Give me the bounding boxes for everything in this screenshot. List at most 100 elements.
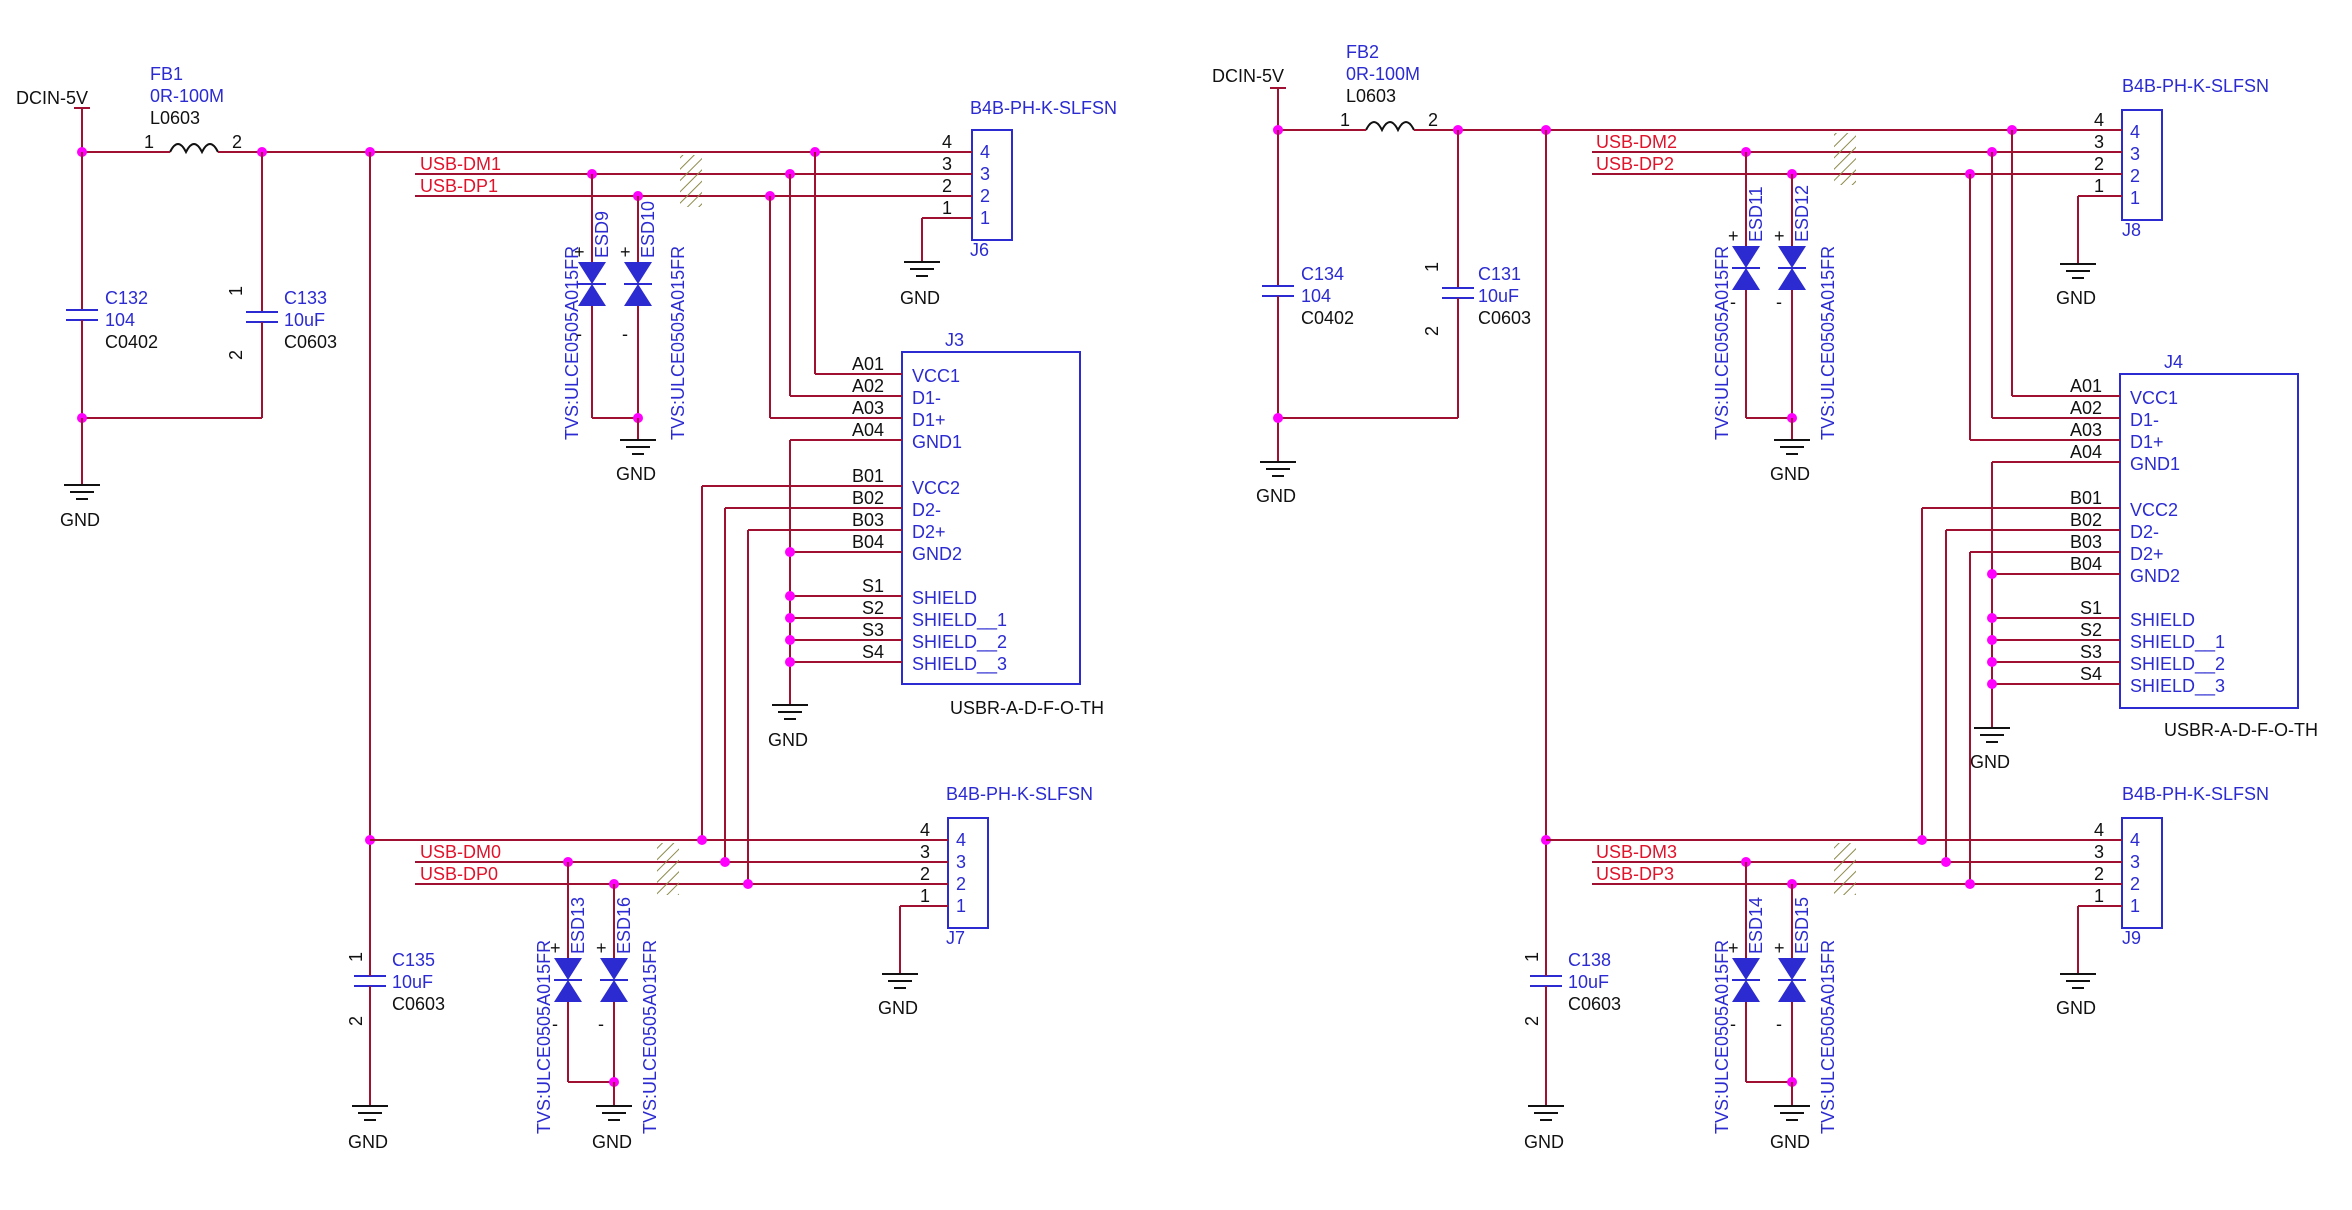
esd13-minus: -	[552, 1014, 558, 1034]
c133-pin1: 1	[226, 286, 246, 296]
j6-ref: J6	[970, 240, 989, 260]
j4-pin-name: GND2	[2130, 566, 2180, 586]
gnd-label: GND	[1256, 486, 1296, 506]
esd11-ref: ESD11	[1746, 186, 1766, 242]
c133-ref: C133	[284, 288, 327, 308]
junction	[1987, 635, 1997, 645]
gnd-label: GND	[1770, 464, 1810, 484]
c132-value: 104	[105, 310, 135, 330]
j8-pin-label: 2	[2130, 166, 2140, 186]
capacitor-c131: 1 2 C131 10uF C0603	[1422, 130, 1531, 418]
junction	[720, 857, 730, 867]
junction	[1987, 569, 1997, 579]
j6-pin-label: 4	[980, 142, 990, 162]
c133-pin2: 2	[226, 350, 246, 360]
c135-ref: C135	[392, 950, 435, 970]
esd14-minus: -	[1730, 1014, 1736, 1034]
c138-package: C0603	[1568, 994, 1621, 1014]
gnd-symbol: GND	[592, 1105, 632, 1152]
c138-ref: C138	[1568, 950, 1611, 970]
esd12-ref: ESD12	[1792, 185, 1812, 242]
c131-value: 10uF	[1478, 286, 1519, 306]
j9-pin-num: 4	[2094, 820, 2104, 840]
esd10-plus: +	[620, 242, 631, 262]
j9-part: B4B-PH-K-SLFSN	[2122, 784, 2269, 804]
junction	[1987, 679, 1997, 689]
j6-pin-label: 2	[980, 186, 990, 206]
j7-pin-num: 3	[920, 842, 930, 862]
j4-pin-num: B01	[2070, 488, 2102, 508]
j3-pin-num: S2	[862, 598, 884, 618]
fb2-ref: FB2	[1346, 42, 1379, 62]
j4-pin-num: B02	[2070, 510, 2102, 530]
gnd-symbol: GND	[348, 1105, 388, 1152]
j9-pin-num: 2	[2094, 864, 2104, 884]
junction	[1987, 657, 1997, 667]
j3-pin-name: GND2	[912, 544, 962, 564]
j7-pin-label: 1	[956, 896, 966, 916]
j6-pin-num: 2	[942, 176, 952, 196]
tvs-esd12: TVS:ULCE0505A015FR ESD12 + -	[1774, 174, 1838, 440]
fb2-pin1: 1	[1340, 110, 1350, 130]
dcin-power-flag-right: DCIN-5V	[1212, 66, 1286, 130]
diff-pair-marker	[680, 155, 702, 207]
junction	[1965, 879, 1975, 889]
fb1-pin1: 1	[144, 132, 154, 152]
j9-pin-num: 1	[2094, 886, 2104, 906]
tvs-esd14: TVS:ULCE0505A015FR ESD14 + -	[1712, 862, 1766, 1134]
j3-pin-num: A04	[852, 420, 884, 440]
j4-pin-name: SHIELD__1	[2130, 632, 2225, 653]
j4-pin-name: GND1	[2130, 454, 2180, 474]
fb1-value: 0R-100M	[150, 86, 224, 106]
j8-pin-num: 3	[2094, 132, 2104, 152]
j7-pin-num: 2	[920, 864, 930, 884]
j8-pin-label: 1	[2130, 188, 2140, 208]
esd15-plus: +	[1774, 938, 1785, 958]
esd16-plus: +	[596, 938, 607, 958]
net-label-usb-dm0: USB-DM0	[420, 842, 501, 862]
j7-pin-num: 4	[920, 820, 930, 840]
gnd-symbol: GND	[768, 704, 808, 750]
c132-package: C0402	[105, 332, 158, 352]
usb-connector-j3: J3 USBR-A-D-F-O-TH VCC1 D1- D1+ GND1 VCC…	[852, 330, 1104, 718]
c133-value: 10uF	[284, 310, 325, 330]
c131-package: C0603	[1478, 308, 1531, 328]
j7-pin-num: 1	[920, 886, 930, 906]
net-label-usb-dp2: USB-DP2	[1596, 154, 1674, 174]
fb1-ref: FB1	[150, 64, 183, 84]
esd11-plus: +	[1728, 226, 1739, 246]
gnd-symbol: GND	[878, 973, 918, 1018]
esd12-plus: +	[1774, 226, 1785, 246]
tvs-esd15: TVS:ULCE0505A015FR ESD15 + -	[1774, 884, 1838, 1134]
esd12-part: TVS:ULCE0505A015FR	[1818, 246, 1838, 440]
tvs-esd9: TVS:ULCE0505A015FR ESD9 + -	[562, 174, 612, 440]
gnd-label: GND	[616, 464, 656, 484]
c134-ref: C134	[1301, 264, 1344, 284]
j3-pin-name: SHIELD__1	[912, 610, 1007, 631]
junction	[1941, 857, 1951, 867]
j4-pin-name: VCC2	[2130, 500, 2178, 520]
j4-pin-num: S4	[2080, 664, 2102, 684]
junction	[785, 547, 795, 557]
fb1-package: L0603	[150, 108, 200, 128]
esd15-ref: ESD15	[1792, 897, 1812, 954]
esd13-part: TVS:ULCE0505A015FR	[534, 940, 554, 1134]
esd10-part: TVS:ULCE0505A015FR	[668, 246, 688, 440]
capacitor-c132: C132 104 C0402	[66, 152, 158, 485]
j3-pin-name: SHIELD__2	[912, 632, 1007, 653]
esd9-ref: ESD9	[592, 211, 612, 258]
esd15-part: TVS:ULCE0505A015FR	[1818, 940, 1838, 1134]
c135-value: 10uF	[392, 972, 433, 992]
capacitor-c138: 1 2 C138 10uF C0603	[1522, 950, 1621, 1106]
j9-pin-label: 1	[2130, 896, 2140, 916]
esd9-plus: +	[574, 242, 585, 262]
junction	[785, 613, 795, 623]
gnd-symbol: GND	[60, 418, 100, 530]
header-j8: B4B-PH-K-SLFSN J8 4 3 2 1 4 3 2 1	[2094, 76, 2269, 240]
fb2-package: L0603	[1346, 86, 1396, 106]
j8-pin-label: 3	[2130, 144, 2140, 164]
j3-pin-num: B04	[852, 532, 884, 552]
j4-pin-num: A04	[2070, 442, 2102, 462]
j3-pin-num: S4	[862, 642, 884, 662]
j9-pin-label: 4	[2130, 830, 2140, 850]
